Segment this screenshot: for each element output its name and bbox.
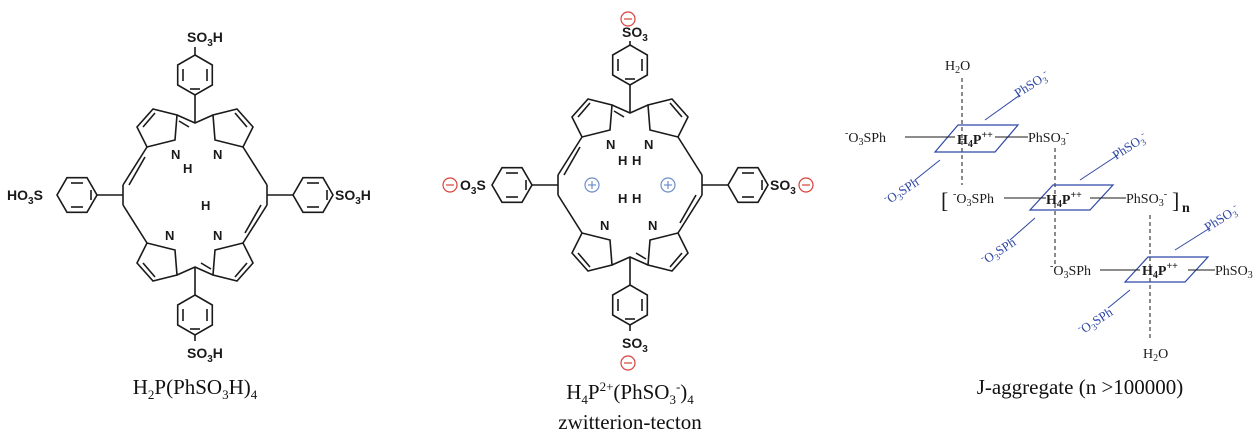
top-sulfonate-group: SO3 xyxy=(622,24,648,44)
formula-part: H xyxy=(566,380,582,404)
nitrogen-label: N xyxy=(213,228,222,243)
porphyrin-plane-3 xyxy=(1123,256,1210,283)
o3sph-diag-2: -O3SPh xyxy=(978,233,1020,269)
bottom-sulfonic-group: SO3H xyxy=(187,345,223,365)
bracket-right: ] xyxy=(1172,188,1179,213)
left-plus-charge xyxy=(584,177,600,193)
nitrogen-label: N xyxy=(606,137,615,152)
right-sulfonic-group: SO3H xyxy=(335,187,371,207)
formula-part: (PhSO xyxy=(613,380,670,404)
formula-part: P xyxy=(587,380,600,404)
j-aggregate-scheme: H2O H4P++ -O3SPh PhSO3- PhSO3- -O3SPh H4… xyxy=(845,59,1253,364)
hydrogen-label: H xyxy=(183,161,192,176)
core-label-3: H4P++ xyxy=(1142,261,1178,281)
formula-subscript: 4 xyxy=(250,387,258,403)
caption-j-aggregate: J-aggregate (n >100000) xyxy=(920,376,1240,398)
right-minus-charge xyxy=(798,177,814,193)
top-sulfonic-group: SO3H xyxy=(187,29,223,49)
nitrogen-label: N xyxy=(171,147,180,162)
phso3-diag-3: PhSO3- xyxy=(1201,200,1243,236)
bottom-minus-charge xyxy=(620,355,636,371)
hydrogen-label: H xyxy=(632,191,641,206)
formula-subscript: 4 xyxy=(687,392,694,408)
formula-subscript: 4 xyxy=(581,392,588,408)
formula-part: P(PhSO xyxy=(154,375,223,399)
formula-part: H) xyxy=(228,375,251,399)
core-label-1: H4P++ xyxy=(957,130,993,150)
formula-subscript: 2 xyxy=(147,387,155,403)
nitrogen-label: N xyxy=(644,137,653,152)
nitrogen-label: N xyxy=(165,228,174,243)
nitrogen-label: N xyxy=(600,218,609,233)
o3sph-label-3: -O3SPh xyxy=(1050,261,1091,281)
porphyrin-plane-1 xyxy=(933,124,1020,153)
left-minus-charge xyxy=(442,177,458,193)
hydrogen-label: H xyxy=(632,153,641,168)
caption-h2p: H2P(PhSO3H)4 xyxy=(95,376,295,406)
water-bottom: H2O xyxy=(1143,347,1168,364)
right-plus-charge xyxy=(660,177,676,193)
left-sulfonic-group: HO3S xyxy=(7,187,43,207)
j-aggregate-caption: J-aggregate (n >100000) xyxy=(976,375,1184,399)
nitrogen-label: N xyxy=(648,218,657,233)
formula-part: H xyxy=(132,375,148,399)
phso3-diag-2: PhSO3- xyxy=(1109,128,1151,164)
o3sph-diag-3: -O3SPh xyxy=(1075,303,1117,339)
right-sulfonate-group: SO3 xyxy=(770,177,796,197)
o3sph-label-2: -O3SPh xyxy=(953,189,994,209)
phso3-label-2: PhSO3- xyxy=(1126,189,1167,209)
top-minus-charge xyxy=(620,11,636,27)
phso3-diag-1: PhSO3- xyxy=(1011,66,1053,102)
caption-h4p: H4P2+(PhSO3-)4 zwitterion-tecton xyxy=(520,376,740,433)
formula-superscript: 2+ xyxy=(599,379,614,394)
repeat-index: n xyxy=(1182,201,1190,216)
molecule-h2p: SO3H SO3H HO3S SO3H N H N N H N xyxy=(7,29,371,365)
phso3-label-1: PhSO3- xyxy=(1028,128,1069,148)
bottom-sulfonate-group: SO3 xyxy=(622,335,648,355)
formula-subscript: 3 xyxy=(669,392,676,408)
porphyrin-plane-2 xyxy=(1028,184,1115,211)
subtitle-zwitterion: zwitterion-tecton xyxy=(558,410,702,435)
core-label-2: H4P++ xyxy=(1046,190,1082,210)
bracket-left: [ xyxy=(941,188,948,213)
formula-subscript: 3 xyxy=(222,387,229,403)
left-sulfonate-group: O3S xyxy=(460,177,486,197)
hydrogen-label: H xyxy=(618,153,627,168)
formula-line: H4P2+(PhSO3-)4 xyxy=(520,376,740,411)
hydrogen-label: H xyxy=(201,198,210,213)
formula-part: ) xyxy=(680,380,688,404)
formula-superscript: - xyxy=(675,379,681,394)
water-top: H2O xyxy=(945,59,970,76)
molecule-h4p-zwitterion: SO3 SO3 O3S SO3 N H N H N H N H xyxy=(442,11,814,371)
o3sph-label-1: -O3SPh xyxy=(845,128,886,148)
phso3-label-3: PhSO3 xyxy=(1215,264,1253,281)
nitrogen-label: N xyxy=(213,147,222,162)
hydrogen-label: H xyxy=(618,191,627,206)
